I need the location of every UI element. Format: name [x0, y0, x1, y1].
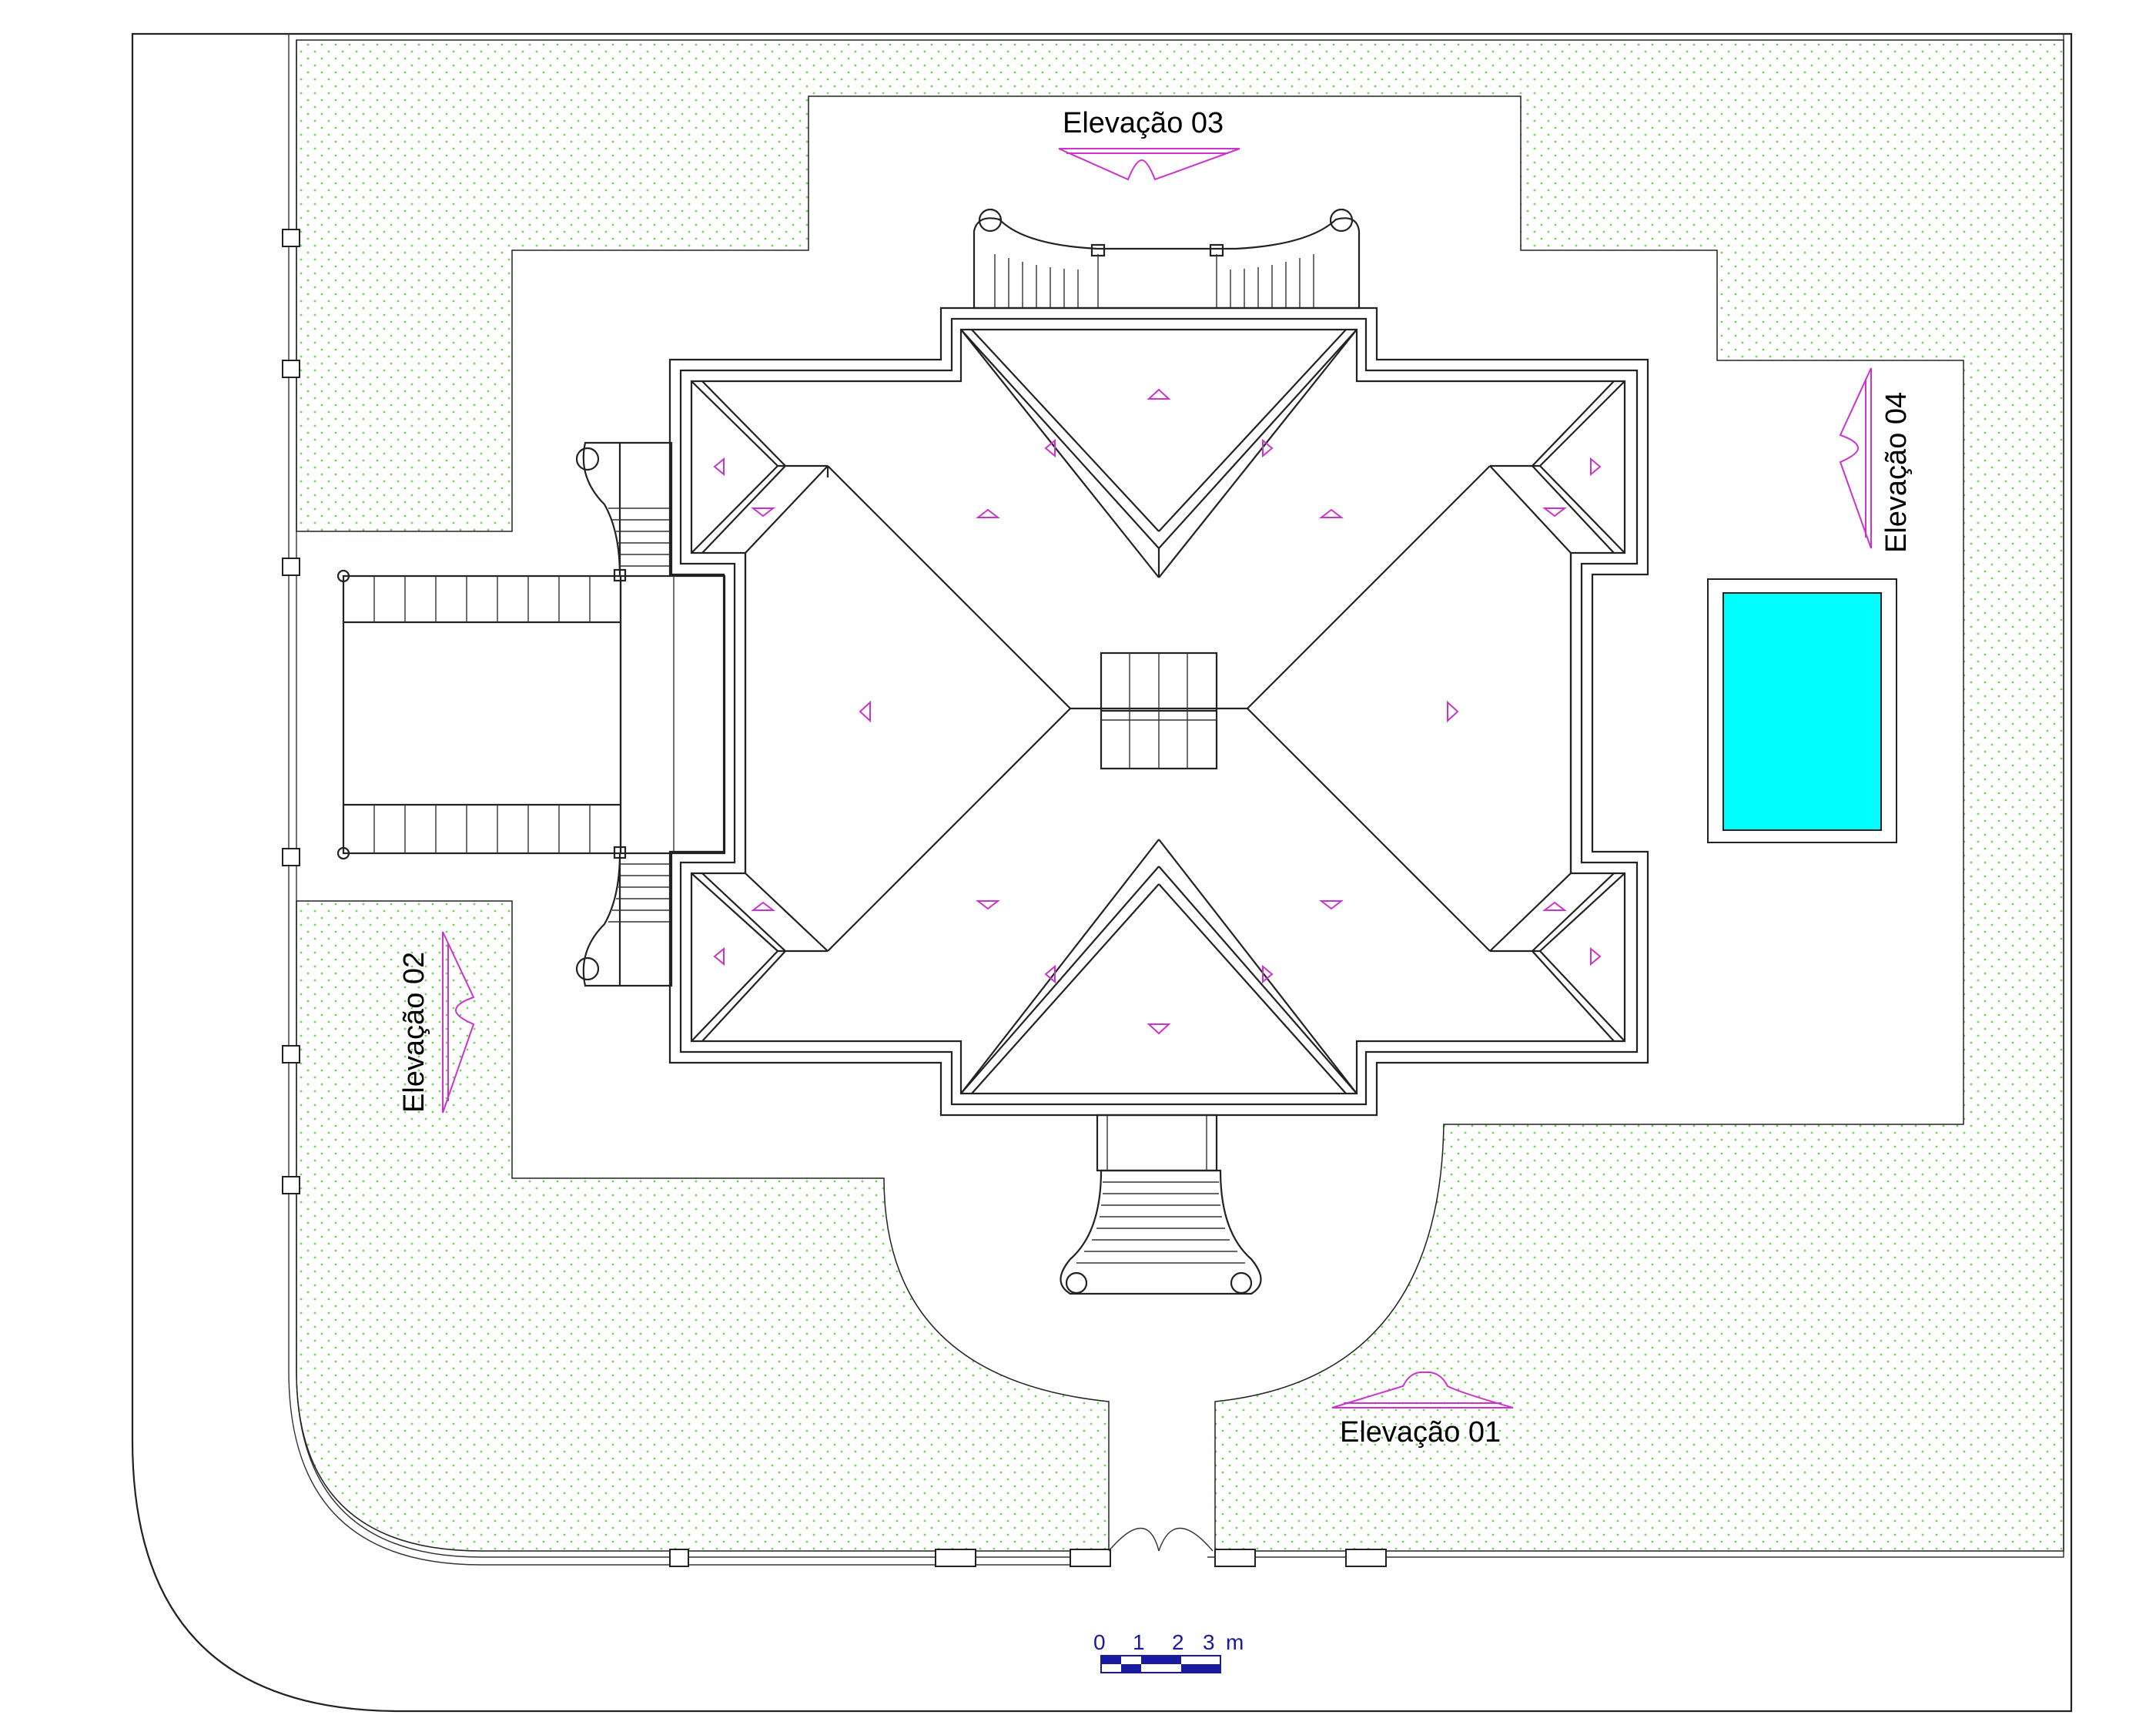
skylight [1100, 651, 1218, 770]
elevation-01-label: Elevação 01 [1340, 1416, 1501, 1449]
left-curved-stairs [575, 441, 673, 987]
scale-tick-3: 3 [1203, 1630, 1215, 1654]
scale-bar: 0 1 2 3 m [1093, 1630, 1244, 1673]
slope-markers [713, 388, 1602, 1035]
scale-tick-0: 0 [1093, 1630, 1106, 1654]
scale-unit: m [1226, 1630, 1244, 1654]
elevation-04-label: Elevação 04 [1880, 392, 1913, 553]
top-curved-stairs [973, 208, 1361, 310]
lawn-top [296, 39, 2064, 1552]
swimming-pool [1707, 578, 1897, 843]
left-terrace [336, 568, 726, 860]
lawn-areas [296, 39, 2064, 1552]
wall-pillars [282, 229, 1387, 1567]
entrance-gate [1108, 1528, 1214, 1552]
front-stairs [1060, 1114, 1262, 1295]
elevation-03-marker: Elevação 03 [1058, 107, 1240, 181]
scale-tick-2: 2 [1172, 1630, 1184, 1654]
elevation-04-marker: Elevação 04 [1839, 367, 1913, 553]
elevation-02-label: Elevação 02 [398, 952, 430, 1113]
lawn-left [296, 900, 1110, 1552]
elevation-03-label: Elevação 03 [1063, 107, 1224, 139]
elevation-02-marker: Elevação 02 [398, 931, 475, 1114]
elevation-01-marker: Elevação 01 [1331, 1371, 1514, 1449]
house-roof [668, 306, 1649, 1117]
scale-tick-1: 1 [1133, 1630, 1145, 1654]
